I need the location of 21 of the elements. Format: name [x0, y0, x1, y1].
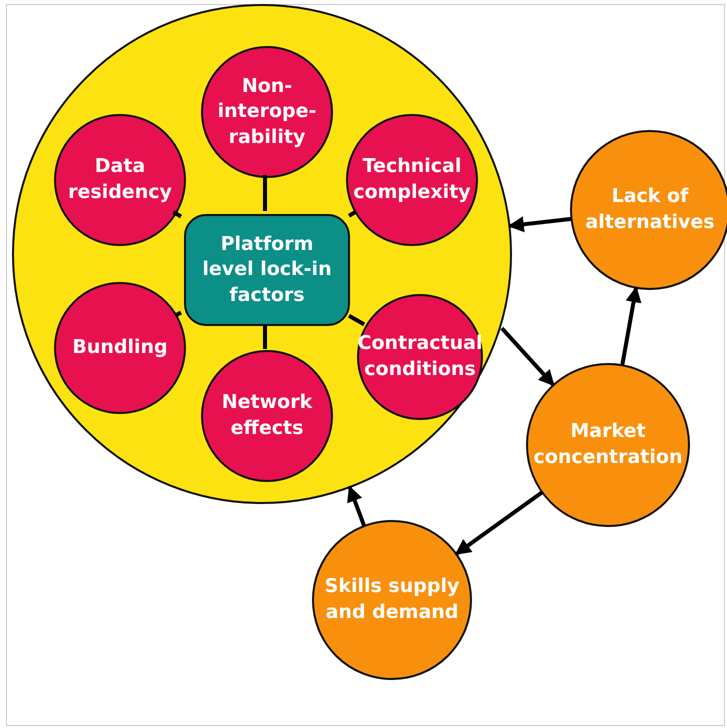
- arrow: [620, 286, 642, 366]
- node-label: Market concentration: [533, 419, 683, 470]
- node-label: Technical complexity: [352, 154, 472, 205]
- central-box: [184, 214, 350, 326]
- connector-line: [348, 314, 366, 326]
- node-label: Non- interope- rability: [217, 74, 317, 150]
- arrow: [454, 490, 544, 556]
- node-label: Skills supply and demand: [324, 574, 460, 625]
- connector-line: [263, 325, 267, 349]
- connector-line: [263, 175, 267, 211]
- connector-line: [172, 210, 182, 218]
- node-label: Lack of alternatives: [584, 184, 716, 235]
- node-label: Platform level lock-in factors: [201, 232, 333, 308]
- arrow: [508, 216, 572, 232]
- connector-line: [348, 210, 356, 218]
- node-label: Bundling: [71, 335, 169, 360]
- node-label: Data residency: [67, 154, 173, 205]
- connector-line: [174, 310, 182, 318]
- node-label: Network effects: [220, 390, 314, 441]
- arrow: [347, 486, 366, 527]
- arrow: [500, 326, 555, 386]
